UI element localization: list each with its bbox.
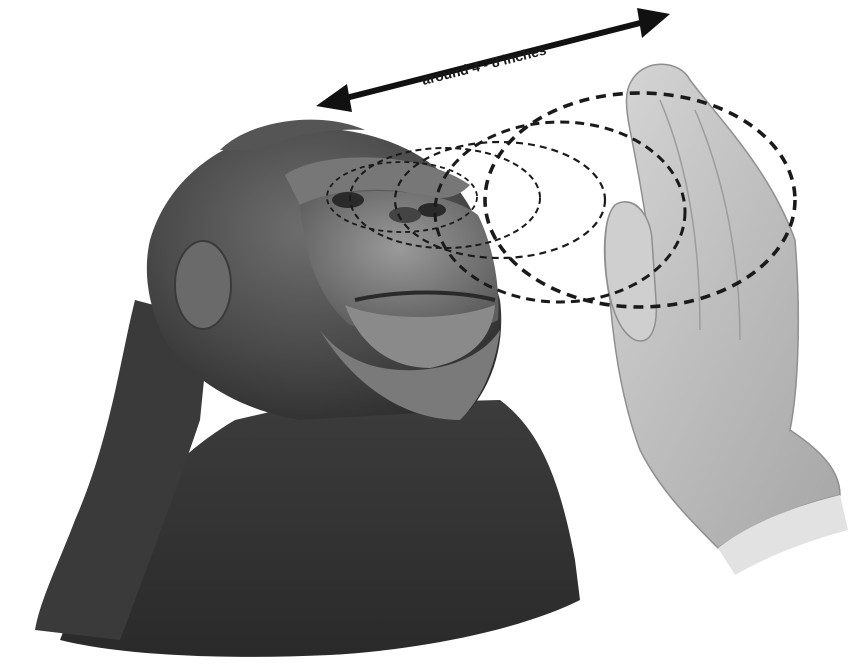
chimp-eye-right [418, 203, 446, 217]
chimp-eye-left [332, 192, 364, 208]
chimp-nose [389, 207, 421, 223]
distance-arrowhead-left [316, 84, 352, 112]
hand-figure [605, 64, 848, 575]
distance-arrow: around 4 - 8 inches [316, 8, 670, 112]
distance-arrowhead-right [637, 8, 670, 38]
distance-label: around 4 - 8 inches [420, 42, 548, 88]
chimp-ear [175, 241, 231, 329]
chimpanzee-figure [35, 120, 580, 657]
